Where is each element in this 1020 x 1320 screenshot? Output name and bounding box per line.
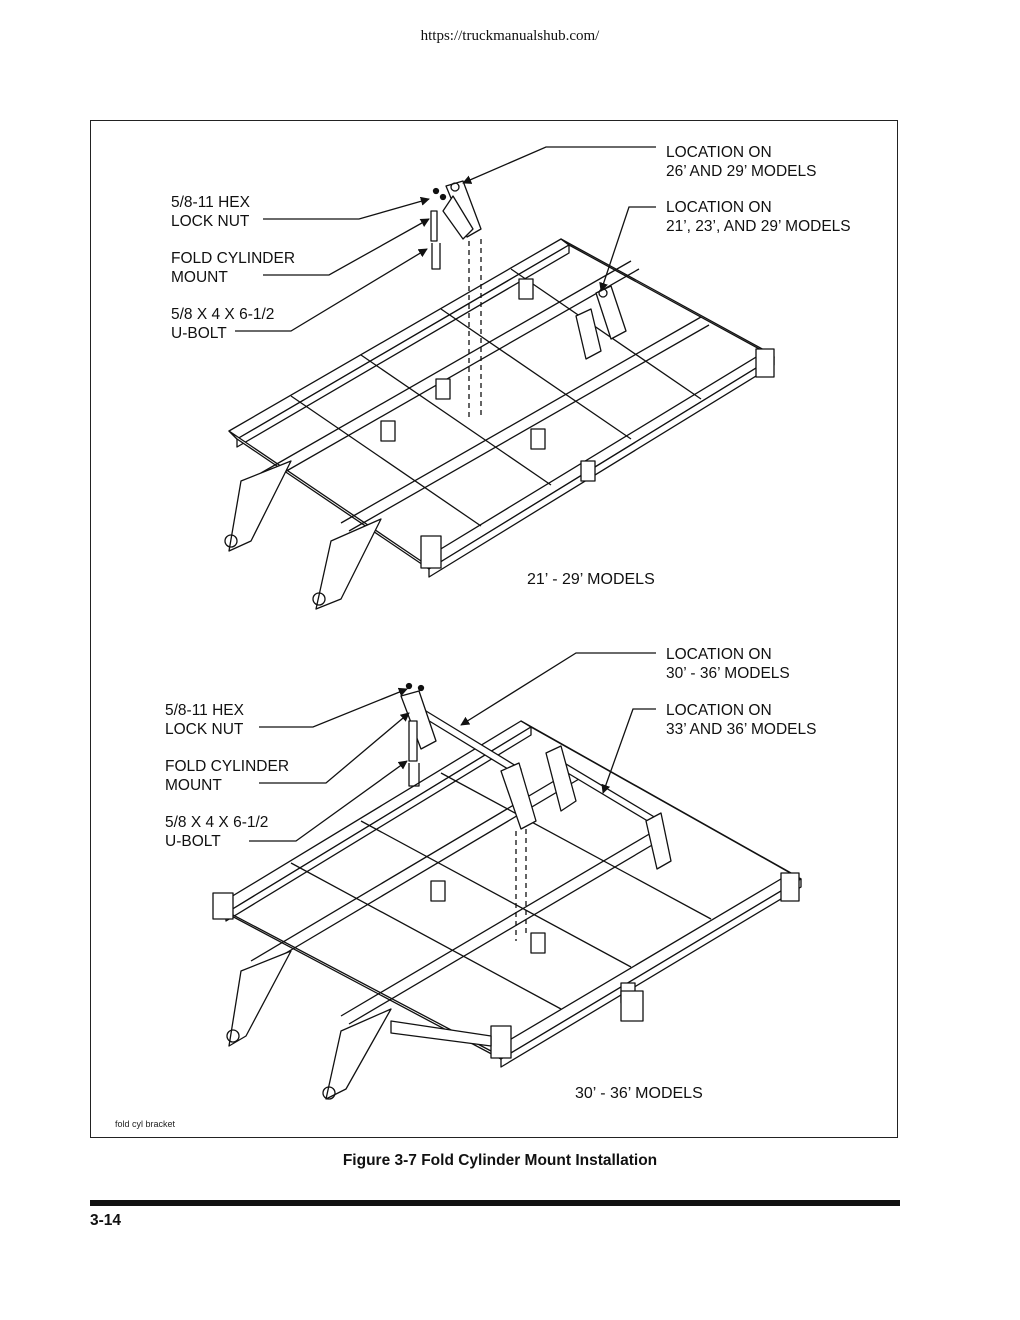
bottom-models-label: 30’ - 36’ MODELS xyxy=(575,1085,703,1102)
top-callout-location-b: LOCATION ON 21’, 23’, AND 29’ MODELS xyxy=(666,199,851,235)
bottom-callout-u-bolt: 5/8 X 4 X 6-1/2 U-BOLT xyxy=(165,814,269,850)
figure-frame: LOCATION ON 26’ AND 29’ MODELS LOCATION … xyxy=(90,120,898,1138)
header-url[interactable]: https://truckmanualshub.com/ xyxy=(420,28,600,44)
bottom-callout-location-a: LOCATION ON 30’ - 36’ MODELS xyxy=(666,646,790,682)
figure-file-label: fold cyl bracket xyxy=(115,1119,176,1129)
bottom-callout-fold-cylinder-mount: FOLD CYLINDER MOUNT xyxy=(165,758,290,794)
bottom-callout-location-b: LOCATION ON 33’ AND 36’ MODELS xyxy=(666,702,817,738)
top-callout-location-a: LOCATION ON 26’ AND 29’ MODELS xyxy=(666,144,817,180)
bottom-frame-drawing xyxy=(212,682,802,1100)
bottom-leader-lines xyxy=(249,652,656,842)
top-callout-fold-cylinder-mount: FOLD CYLINDER MOUNT xyxy=(171,250,296,286)
top-frame-drawing xyxy=(224,180,775,610)
top-callout-hex-lock-nut: 5/8-11 HEX LOCK NUT xyxy=(171,194,250,230)
footer-divider xyxy=(90,1200,900,1206)
bottom-callout-hex-lock-nut: 5/8-11 HEX LOCK NUT xyxy=(165,702,244,738)
top-models-label: 21’ - 29’ MODELS xyxy=(527,571,655,588)
top-callout-u-bolt: 5/8 X 4 X 6-1/2 U-BOLT xyxy=(171,306,275,342)
top-leader-lines xyxy=(235,146,656,332)
figure-caption: Figure 3-7 Fold Cylinder Mount Installat… xyxy=(342,1152,658,1169)
page-number: 3-14 xyxy=(90,1212,122,1229)
frame-illustration xyxy=(212,146,802,1100)
